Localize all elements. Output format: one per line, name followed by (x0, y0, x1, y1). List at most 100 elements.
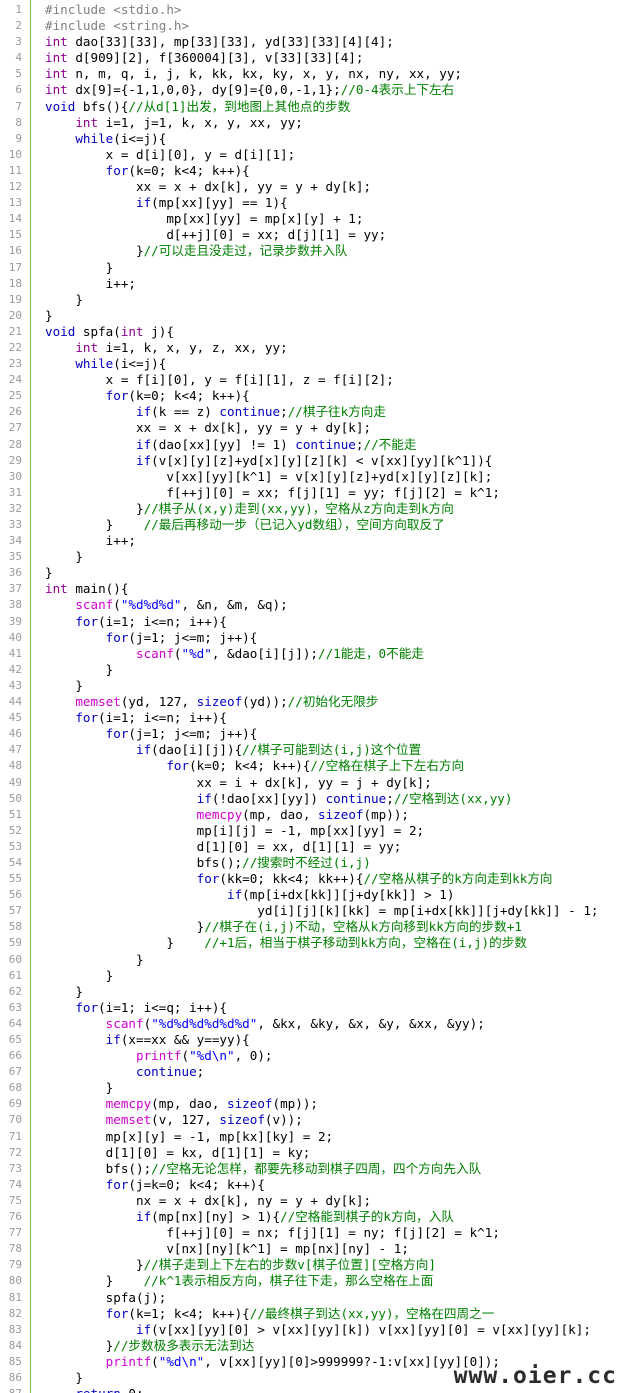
code-token: } (45, 967, 114, 983)
line-number: 9 (15, 131, 22, 145)
code-text: if(mp[i+dx[kk]][j+dy[kk]] > 1) (45, 887, 454, 903)
line-number: 37 (8, 582, 22, 596)
line-number: 20 (8, 308, 22, 322)
code-text: } //k^1表示相反方向，棋子往下走，那么空格在上面 (45, 1273, 434, 1289)
code-text: void bfs(){//从d[1]出发，到地图上其他点的步数 (45, 99, 350, 115)
code-token: int (45, 66, 68, 82)
code-line: 32 }//棋子从(x,y)走到(xx,yy)，空格从z方向走到k方向 (0, 501, 631, 517)
code-token: "%d\n" (189, 1048, 235, 1064)
line-number: 45 (8, 711, 22, 725)
code-token: } (45, 307, 53, 323)
code-token: for (105, 162, 129, 178)
code-token (45, 694, 75, 709)
code-token: , &kx, &ky, &x, &y, &xx, &yy); (257, 1015, 485, 1031)
code-token: //棋子从(x,y)走到(xx,yy)，空格从z方向走到k方向 (143, 500, 454, 516)
code-line: 76 if(mp[nx][ny] > 1){//空格能到棋子的k方向，入队 (0, 1209, 631, 1225)
line-number: 53 (8, 839, 22, 853)
code-text: d[1][0] = xx, d[1][1] = yy; (45, 839, 402, 855)
code-text: } (45, 1080, 114, 1096)
code-text: int n, m, q, i, j, k, kk, kx, ky, x, y, … (45, 66, 462, 82)
code-token: mp[xx][yy] = mp[x][y] + 1; (45, 211, 364, 227)
code-token: mp[i][j] = -1, mp[xx][yy] = 2; (45, 822, 425, 838)
code-token (45, 1112, 106, 1127)
code-token: //棋子往k方向走 (287, 404, 386, 420)
code-token: } (45, 1080, 114, 1096)
code-text: continue; (45, 1064, 204, 1080)
code-line: 46 for(j=1; j<=m; j++){ (0, 726, 631, 742)
code-text: xx = i + dx[k], yy = j + dy[k]; (45, 775, 432, 791)
code-token (45, 1354, 106, 1369)
code-text: }//棋子从(x,y)走到(xx,yy)，空格从z方向走到k方向 (45, 501, 454, 517)
code-text: } (45, 308, 53, 324)
code-token (45, 404, 136, 419)
code-line: 12 xx = x + dx[k], yy = y + dy[k]; (0, 179, 631, 195)
code-text: if(v[x][y][z]+yd[x][y][z][k] < v[xx][yy]… (45, 453, 492, 469)
code-token: x = f[i][0], y = f[i][1], z = f[i][2]; (45, 372, 394, 388)
code-text: void spfa(int j){ (45, 324, 174, 340)
line-number: 74 (8, 1177, 22, 1191)
code-token: if (226, 887, 243, 903)
code-token: if (136, 195, 152, 211)
code-line: 64 scanf("%d%d%d%d%d%d", &kx, &ky, &x, &… (0, 1016, 631, 1032)
code-token: //空格在棋子上下左右方向 (310, 758, 465, 774)
code-text: } (45, 549, 83, 565)
code-token: (i=1; i<=n; i++){ (98, 613, 227, 629)
line-number: 73 (8, 1161, 22, 1175)
code-token: spfa(j); (45, 1289, 167, 1305)
code-token: scanf (75, 597, 114, 613)
code-token: (i=1; i<=q; i++){ (98, 999, 227, 1015)
code-line: 25 for(k=0; k<4; k++){ (0, 388, 631, 404)
code-token: f[++j][0] = nx; f[j][1] = ny; f[j][2] = … (45, 1225, 500, 1241)
line-number: 35 (8, 550, 22, 564)
code-token: i++; (45, 275, 136, 291)
code-token: for (105, 1176, 129, 1192)
line-number: 50 (8, 791, 22, 805)
code-token: //空格到达(xx,yy) (393, 790, 513, 806)
code-token: sizeof (196, 694, 243, 710)
code-line: 71 mp[x][y] = -1, mp[kx][ky] = 2; (0, 1129, 631, 1145)
code-token (45, 1096, 106, 1111)
code-token (45, 1000, 75, 1015)
code-token (45, 887, 227, 902)
code-line: 8 int i=1, j=1, k, x, y, xx, yy; (0, 115, 631, 131)
code-line: 79 }//棋子走到上下左右的步数v[棋子位置][空格方向] (0, 1257, 631, 1273)
code-line: 58 }//棋子在(i,j)不动，空格从k方向移到kk方向的步数+1 (0, 919, 631, 935)
code-line: 42 } (0, 662, 631, 678)
code-text: int d[909][2], f[360004][3], v[33][33][4… (45, 50, 363, 66)
code-line: 85 printf("%d\n", v[xx][yy][0]>999999?-1… (0, 1354, 631, 1370)
line-number: 48 (8, 759, 22, 773)
code-text: }//棋子在(i,j)不动，空格从k方向移到kk方向的步数+1 (45, 919, 522, 935)
code-token: ( (173, 645, 182, 661)
line-number: 17 (8, 260, 22, 274)
code-text: if(!dao[xx][yy]) continue;//空格到达(xx,yy) (45, 790, 513, 807)
code-token: printf (105, 1353, 152, 1369)
code-line: 5 int n, m, q, i, j, k, kk, kx, ky, x, y,… (0, 66, 631, 82)
code-text: if(mp[xx][yy] == 1){ (45, 195, 288, 211)
code-line: 82 for(k=1; k<4; k++){//最终棋子到达(xx,yy)，空格… (0, 1306, 631, 1322)
code-token: (x==xx && y==yy){ (120, 1032, 250, 1047)
line-number: 86 (8, 1370, 22, 1384)
code-token: d[++j][0] = xx; d[j][1] = yy; (45, 227, 387, 243)
code-text: #include <string.h> (45, 18, 189, 34)
code-token: (yd, 127, (120, 694, 197, 710)
line-number: 13 (8, 196, 22, 210)
code-line: 48 for(k=0; k<4; k++){//空格在棋子上下左右方向 (0, 758, 631, 774)
code-token: "%d%d%d" (120, 597, 182, 613)
line-number: 29 (8, 453, 22, 467)
code-token: while (75, 130, 114, 146)
code-token: bfs(); (45, 854, 243, 870)
line-number: 16 (8, 244, 22, 258)
line-number: 11 (8, 163, 22, 177)
line-number: 42 (8, 662, 22, 676)
code-token: scanf (105, 1015, 144, 1031)
code-token: (k == z) (151, 404, 220, 420)
code-text: for(kk=0; kk<4; kk++){//空格从棋子的k方向走到kk方向 (45, 871, 553, 887)
code-line: 70 memset(v, 127, sizeof(v)); (0, 1112, 631, 1128)
code-token: //可以走且没走过，记录步数并入队 (143, 243, 348, 259)
line-number: 5 (15, 67, 22, 81)
code-token (45, 871, 197, 886)
code-token: x = d[i][0], y = d[i][1]; (45, 146, 296, 162)
